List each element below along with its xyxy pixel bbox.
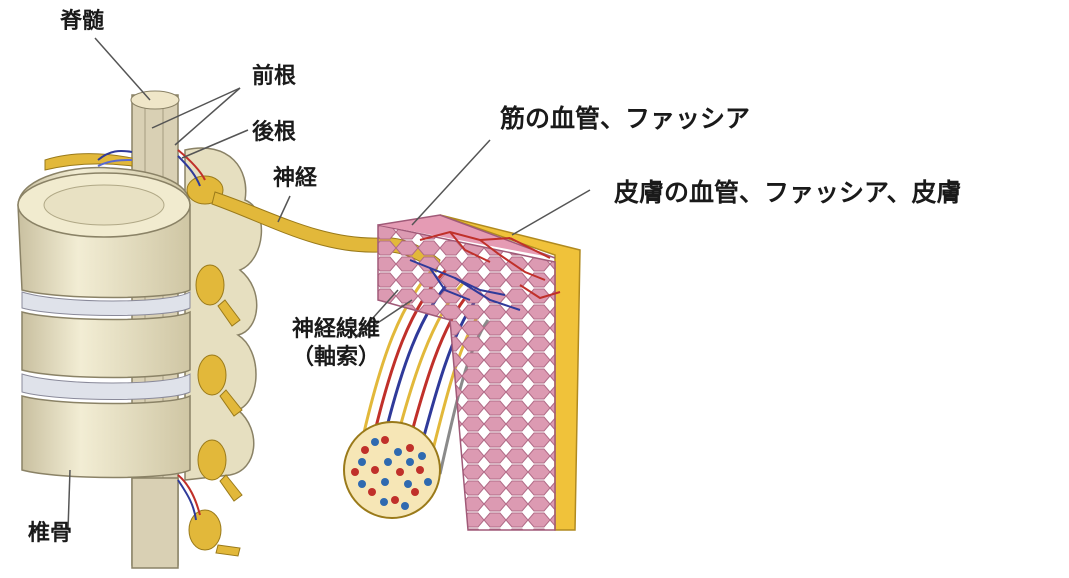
label-spinal-cord: 脊髄	[60, 9, 105, 34]
vertebral-column	[17, 90, 263, 569]
spinal-cord-cross-section	[130, 90, 180, 110]
skin-layer	[439, 214, 581, 531]
surface-arteries	[419, 230, 561, 300]
label-muscle-vessels: 筋の血管、ファッシア	[500, 104, 751, 133]
label-skin-vessels: 皮膚の血管、ファッシア、皮膚	[614, 178, 962, 207]
intervertebral-disc-1	[21, 291, 191, 316]
nerve-cross-section	[343, 421, 441, 519]
label-axon: （軸索）	[291, 344, 380, 370]
vertebra-body-2	[21, 310, 191, 379]
label-vertebra: 椎骨	[28, 521, 73, 546]
label-posterior-root: 後根	[252, 120, 297, 145]
muscle-layer	[377, 224, 556, 531]
label-nerve-fiber: 神経線維 （軸索）	[272, 316, 400, 371]
label-nerve-fiber-main: 神経線維	[291, 317, 380, 342]
surface-veins	[409, 259, 521, 311]
label-anterior-root: 前根	[252, 64, 297, 89]
label-nerve: 神経	[273, 166, 318, 191]
root-vessels	[97, 149, 206, 521]
tissue-block	[377, 214, 581, 531]
intervertebral-disc-2	[21, 373, 191, 400]
vertebra-body-1	[17, 166, 191, 299]
leader-lines	[67, 37, 591, 531]
nerve-roots	[44, 153, 243, 557]
vertebra-body-3	[21, 394, 191, 479]
